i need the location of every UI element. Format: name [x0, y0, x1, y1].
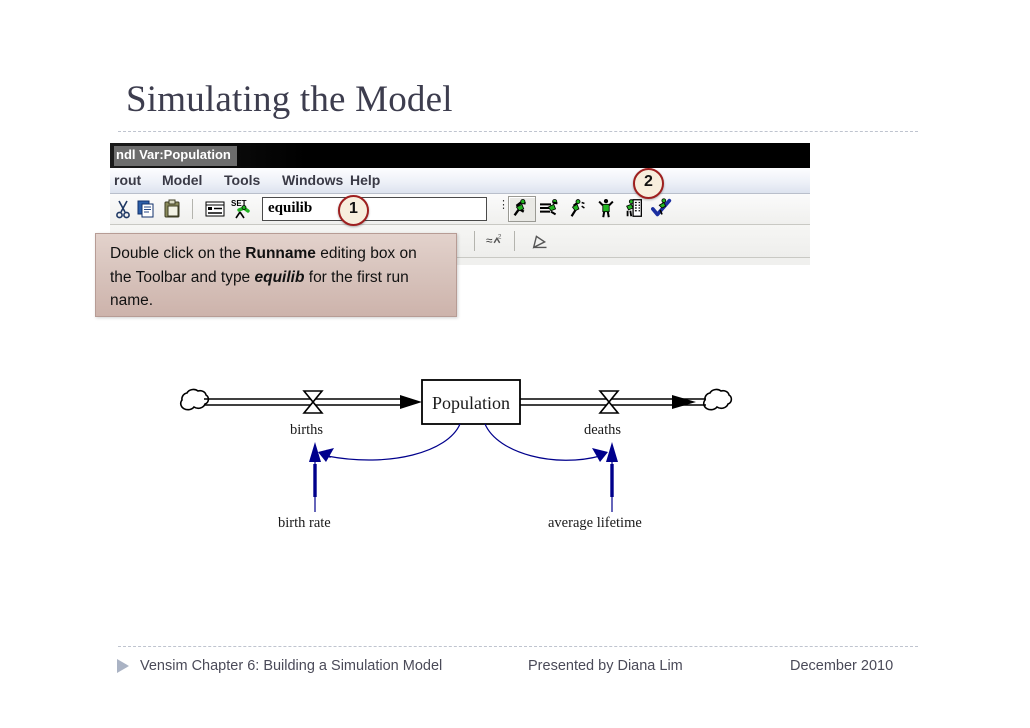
menu-bar: rout Model Tools Windows Help: [110, 168, 810, 194]
instruction-callout: Double click on the Runname editing box …: [95, 233, 457, 317]
svg-text:2: 2: [498, 233, 502, 240]
link-arrowhead-births: [318, 448, 334, 462]
footer-center-text: Presented by Diana Lim: [528, 658, 683, 674]
run-simulation-icon[interactable]: [510, 197, 532, 219]
footer-right-text: December 2010: [790, 658, 894, 674]
doc-tool-icon[interactable]: [530, 230, 552, 252]
runname-input[interactable]: equilib: [262, 197, 487, 221]
menu-item-windows[interactable]: Windows: [282, 172, 344, 188]
copy-icon[interactable]: [136, 198, 158, 220]
cloud-sink-right: [702, 388, 733, 411]
toolbar-separator-2: [474, 231, 475, 251]
outflow-pipe-deaths: [520, 395, 706, 409]
toolbar-row-1: SET equilib ⋮: [110, 194, 810, 225]
instruction-callout-text: Double click on the Runname editing box …: [110, 242, 442, 313]
triangle-right-icon: [117, 659, 129, 673]
menu-item-model[interactable]: Model: [162, 172, 203, 188]
run-reality-check-icon[interactable]: [567, 197, 589, 219]
window-titlebar: ndl Var:Population: [110, 143, 810, 168]
stock-box-population: [421, 379, 521, 425]
link-population-to-births: [326, 423, 461, 461]
vensim-application-window: ndl Var:Population rout Model Tools Wind…: [110, 143, 810, 265]
callout-seg-2: editing box on the Toolbar and type: [110, 245, 417, 286]
callout-seg-1: Runname: [245, 245, 316, 262]
menu-item-tools[interactable]: Tools: [224, 172, 261, 188]
valve-deaths: [598, 390, 620, 414]
toolbar-separator-1: [192, 199, 193, 219]
inflow-pipe-births: [204, 395, 422, 409]
flow-label-births: births: [290, 422, 324, 438]
run-check-model-icon[interactable]: [651, 197, 673, 219]
flow-label-deaths: deaths: [584, 422, 622, 438]
valve-births: [302, 390, 324, 414]
run-stop-icon[interactable]: [595, 197, 617, 219]
window-title-text: ndl Var:Population: [114, 146, 237, 166]
divider-top: [118, 131, 918, 132]
step-badge-1: 1: [338, 195, 369, 226]
runname-value: equilib: [268, 200, 313, 216]
units-check-icon[interactable]: ≈ 2: [485, 230, 507, 252]
run-synthesim-icon[interactable]: [539, 197, 561, 219]
settings-dialog-icon[interactable]: [204, 198, 226, 220]
diagram-svg: [179, 379, 733, 512]
callout-seg-3: equilib: [254, 268, 305, 286]
toolbar-separator-3: [514, 231, 515, 251]
stock-and-flow-diagram: Population births deaths birth rate aver…: [160, 372, 750, 547]
paste-icon[interactable]: [162, 198, 184, 220]
toolbar-grip-dots: ⋮: [498, 199, 509, 211]
stock-label-population: Population: [432, 393, 511, 413]
link-arrowhead-deaths: [592, 448, 608, 462]
callout-seg-0: Double click on the: [110, 245, 246, 262]
footer-left-text: Vensim Chapter 6: Building a Simulation …: [140, 658, 443, 674]
aux-label-birth-rate: birth rate: [278, 515, 331, 531]
step-badge-2: 2: [633, 168, 664, 199]
link-avglifetime-to-deaths: [606, 442, 618, 512]
run-optimize-icon[interactable]: [623, 197, 645, 219]
menu-item-help[interactable]: Help: [350, 172, 381, 188]
divider-bottom: [118, 646, 918, 647]
link-birthrate-to-births: [309, 442, 321, 512]
callout-seg-4: for the first run name.: [110, 268, 409, 310]
set-run-icon[interactable]: SET: [230, 198, 252, 220]
menu-item-rout[interactable]: rout: [114, 172, 142, 188]
link-population-to-deaths: [484, 423, 601, 461]
svg-text:SET: SET: [231, 199, 247, 208]
svg-text:≈: ≈: [486, 234, 493, 248]
page-title: Simulating the Model: [126, 79, 453, 120]
cut-icon[interactable]: [112, 198, 134, 220]
aux-label-average-lifetime: average lifetime: [548, 515, 642, 531]
